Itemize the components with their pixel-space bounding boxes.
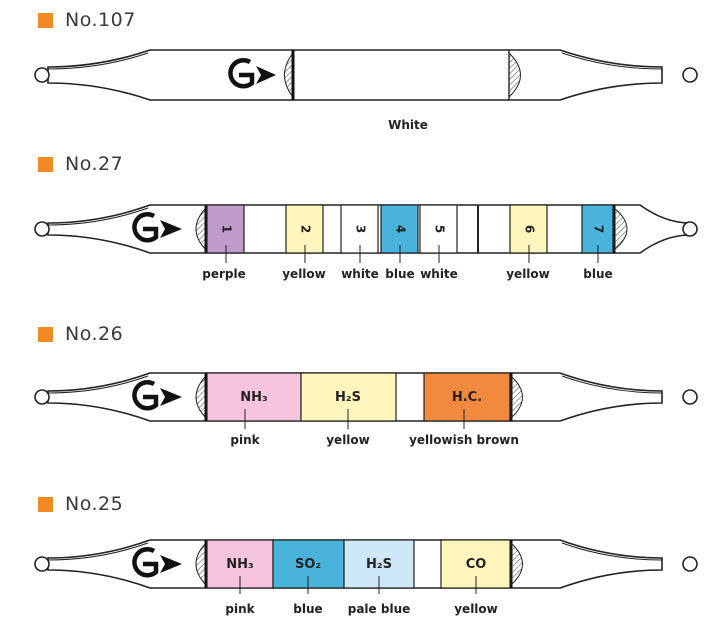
tube-label: pink <box>230 433 260 447</box>
tube-heading: No.26 <box>38 322 123 346</box>
tube-heading: No.27 <box>38 152 123 176</box>
segment-text: H.C. <box>452 390 482 405</box>
segment-number: 1 <box>220 225 234 233</box>
orange-square-icon <box>38 496 53 512</box>
detector-tube-no25: NH₃ SO₂ H₂S CO <box>34 539 698 594</box>
segment-number: 6 <box>523 225 537 233</box>
tube-label: yellow <box>326 433 370 447</box>
detector-tube-no26: NH₃ H₂S H.C. <box>34 372 698 429</box>
tube-label: pale blue <box>347 602 411 616</box>
g-logo-icon <box>132 380 182 411</box>
segment-number: 7 <box>592 225 606 233</box>
segment-text: H₂S <box>335 390 361 405</box>
segment-number: 5 <box>433 225 447 233</box>
tube-label: pink <box>225 602 255 616</box>
segment-text: H₂S <box>366 557 392 572</box>
tube-label: perple <box>202 267 246 281</box>
segment-number: 4 <box>394 225 408 233</box>
tube-title: No.25 <box>65 493 124 515</box>
orange-square-icon <box>38 326 53 342</box>
segment-number: 2 <box>299 225 313 233</box>
tube-label: yellowish brown <box>409 433 519 447</box>
tube-label: blue <box>385 267 415 281</box>
tube-heading: No.25 <box>38 492 123 516</box>
tube-label: yellow <box>282 267 326 281</box>
tube-label: blue <box>293 602 323 616</box>
tube-label: White <box>388 118 428 132</box>
orange-square-icon <box>38 12 53 28</box>
tube-title: No.26 <box>65 323 124 345</box>
tube-label: yellow <box>506 267 550 281</box>
segment-text: NH₃ <box>240 390 267 405</box>
tube-label: white <box>341 267 379 281</box>
segment-number: 3 <box>354 225 368 233</box>
segment-text: CO <box>466 557 487 572</box>
segment-text: SO₂ <box>295 557 321 572</box>
tube-title: No.107 <box>65 9 136 31</box>
g-logo-icon <box>132 547 182 578</box>
tube-title: No.27 <box>65 153 124 175</box>
tube-heading: No.107 <box>38 8 136 32</box>
g-logo-icon <box>132 212 182 243</box>
detector-tube-no107 <box>34 49 698 101</box>
tube-label: yellow <box>454 602 498 616</box>
tube-label: blue <box>583 267 613 281</box>
segment-text: NH₃ <box>226 557 253 572</box>
orange-square-icon <box>38 156 53 172</box>
tube-label: white <box>420 267 458 281</box>
g-logo-icon <box>228 58 276 89</box>
detector-tube-no27: 1 2 3 4 5 6 7 <box>34 204 698 263</box>
